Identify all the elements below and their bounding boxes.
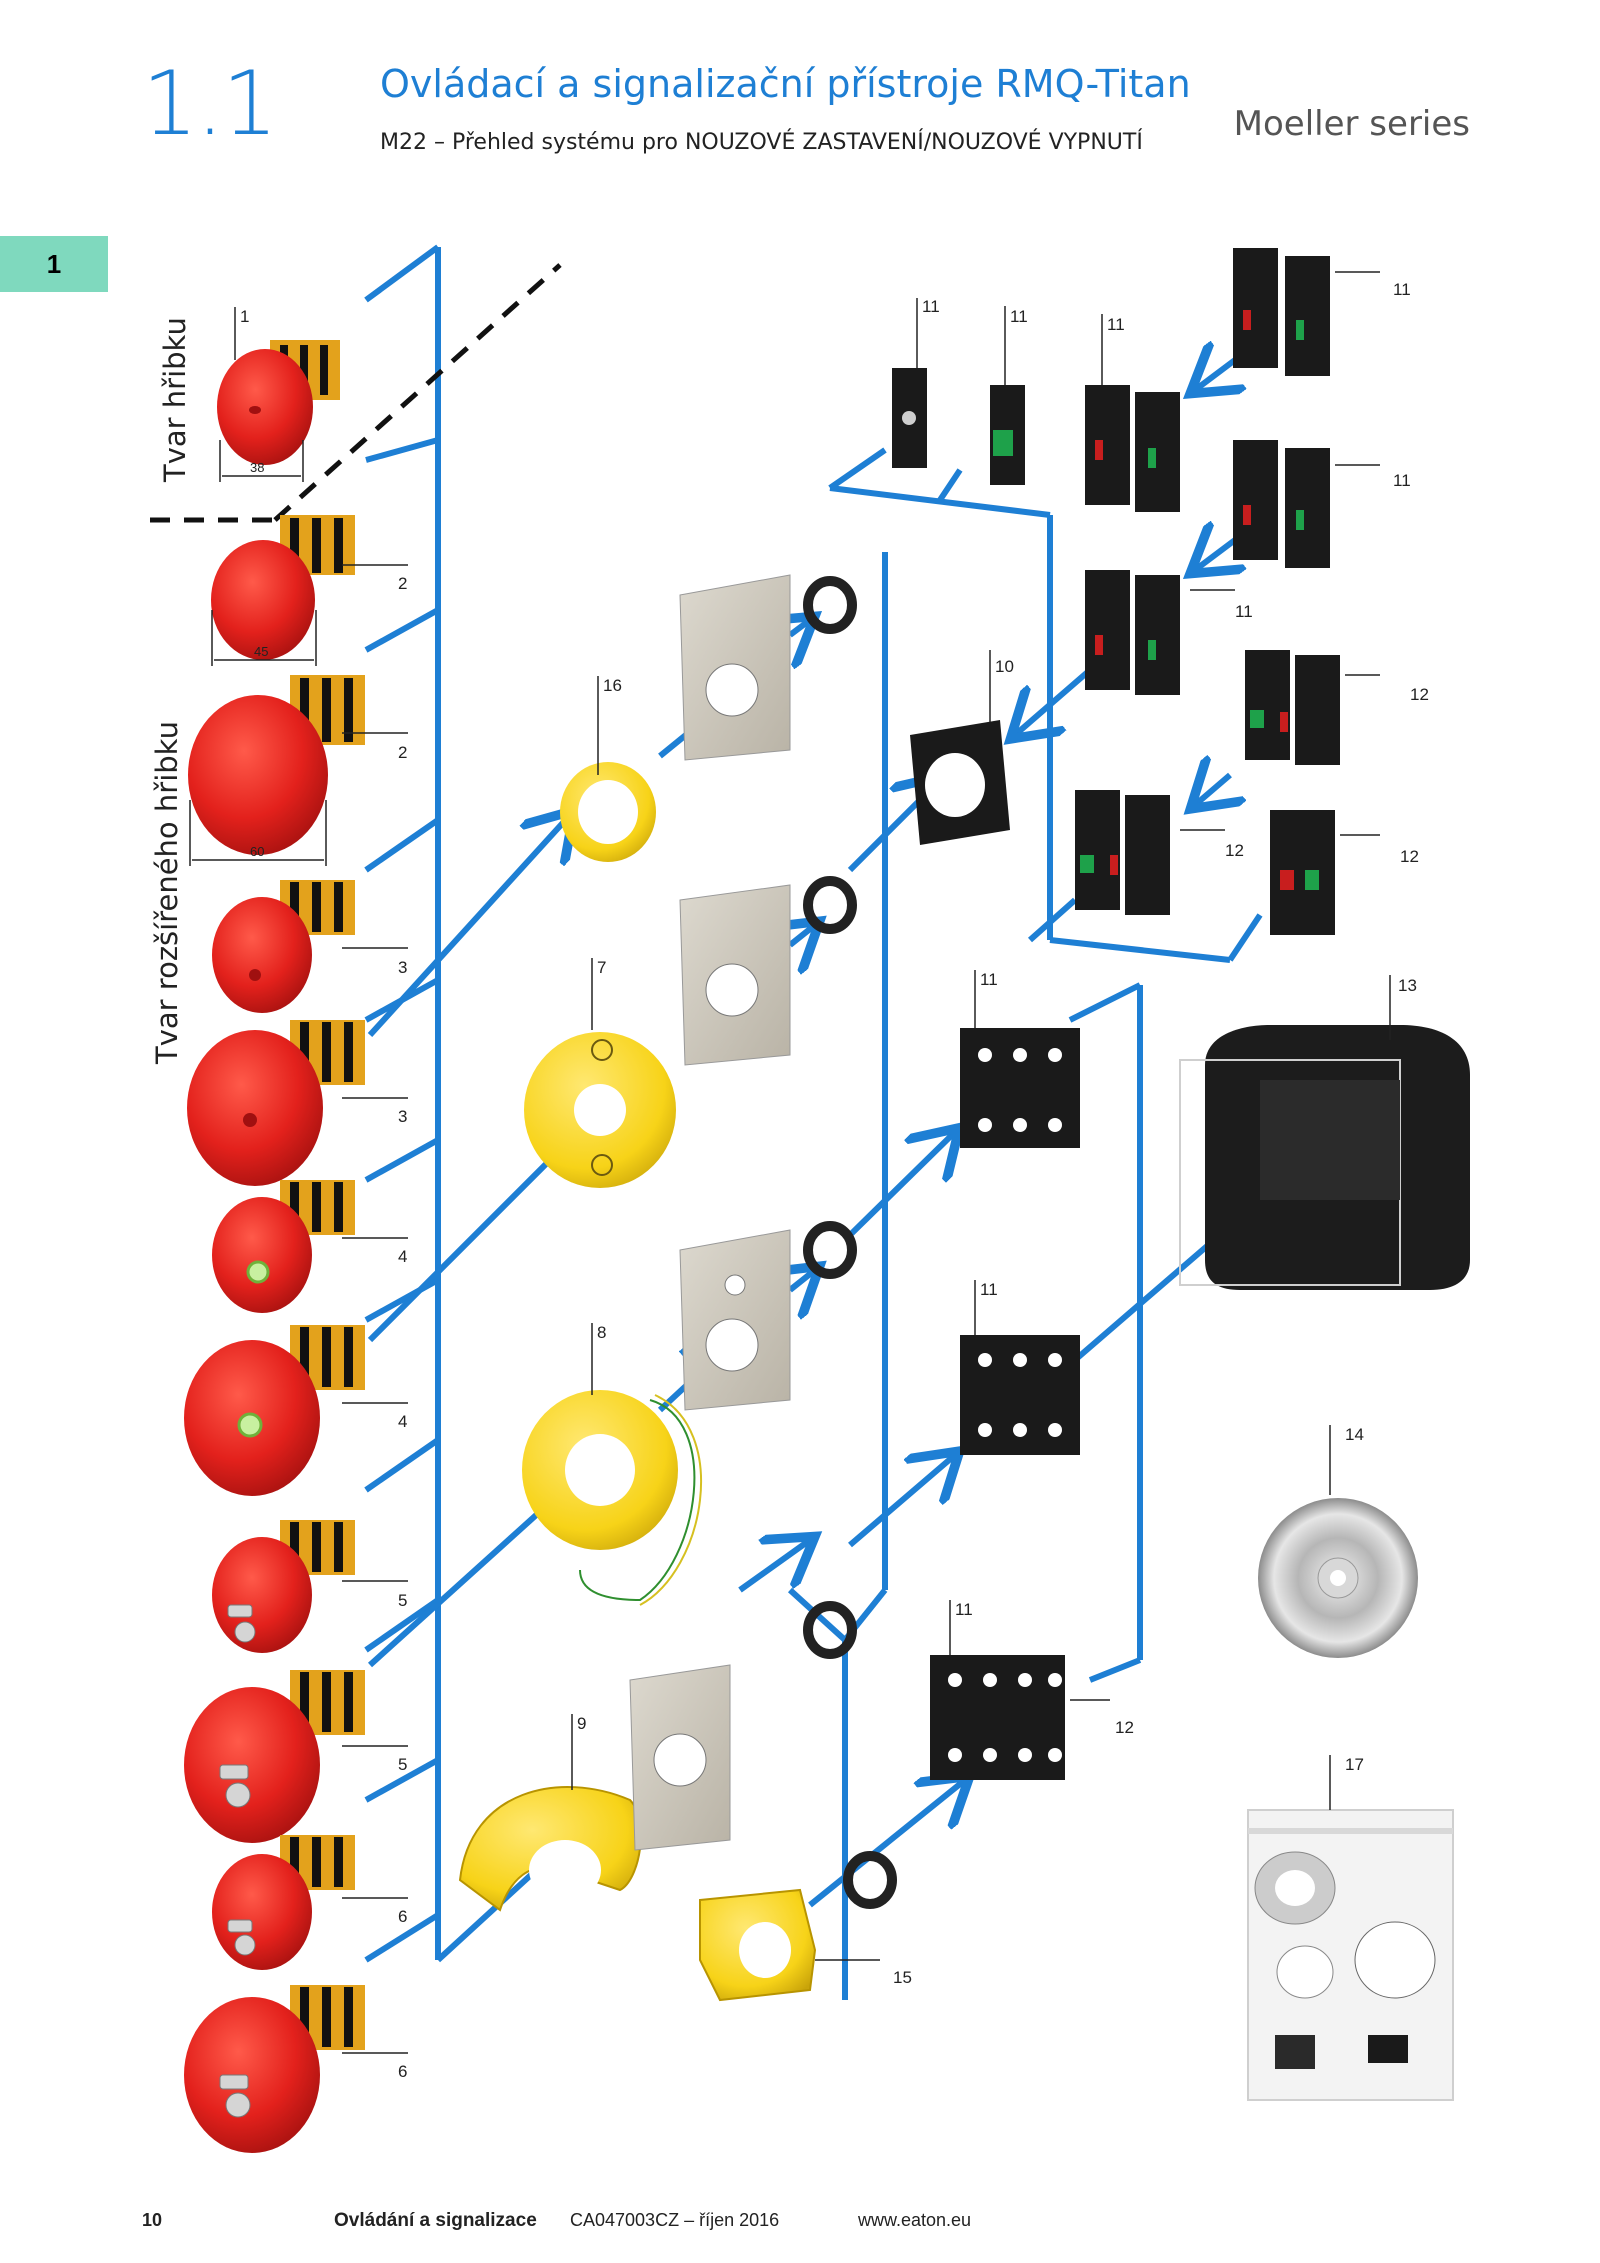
mushroom-button-6b (184, 1985, 365, 2153)
callout-3a: 3 (398, 958, 407, 977)
spare-parts-bag-17 (1247, 1809, 1454, 2101)
front-plate-b (679, 884, 791, 1066)
callout-11a: 11 (922, 297, 940, 316)
mushroom-button-4a (212, 1180, 355, 1313)
mushroom-button-2b (188, 675, 365, 855)
callout-12c: 12 (1400, 847, 1419, 866)
contact-blocks-middle (930, 1028, 1080, 1780)
callout-1: 1 (240, 307, 249, 326)
callout-11h: 11 (980, 1280, 998, 1299)
seal-rings (803, 576, 897, 1909)
footer-url[interactable]: www.eaton.eu (858, 2210, 972, 2230)
chapter-tab: 1 (0, 236, 108, 292)
callout-11d: 11 (1393, 280, 1411, 299)
front-plate-a (679, 574, 791, 761)
callout-2b: 2 (398, 743, 407, 762)
callout-11f: 11 (1235, 602, 1253, 621)
page-subtitle: M22 – Přehled systému pro NOUZOVÉ ZASTAV… (380, 130, 1143, 155)
front-plate-c (679, 1229, 791, 1411)
callout-12d: 12 (1115, 1718, 1134, 1737)
footer-doc: CA047003CZ – říjen 2016 (570, 2210, 780, 2230)
dimension-45: 45 (254, 644, 268, 659)
mushroom-button-6a (212, 1835, 355, 1970)
callout-12b: 12 (1225, 841, 1244, 860)
callout-3b: 3 (398, 1107, 407, 1126)
callout-4a: 4 (398, 1247, 407, 1266)
mushroom-button-3a (212, 880, 355, 1013)
callout-11e: 11 (1393, 471, 1411, 490)
callout-10: 10 (995, 657, 1014, 676)
callout-5a: 5 (398, 1591, 407, 1610)
callout-14: 14 (1345, 1425, 1364, 1444)
callout-6b: 6 (398, 2062, 407, 2081)
surface-mounted-enclosure-13 (1179, 1025, 1470, 1290)
label-plate-7 (524, 1032, 676, 1188)
section-number: 1.1 (142, 52, 278, 155)
callout-15: 15 (893, 1968, 912, 1987)
contact-elements-top (892, 248, 1340, 935)
callout-4b: 4 (398, 1412, 407, 1431)
fixing-adapter-15 (699, 1888, 817, 2002)
dimension-60: 60 (250, 844, 264, 859)
dashed-separator (150, 263, 562, 523)
callout-5b: 5 (398, 1755, 407, 1774)
callout-11i: 11 (955, 1600, 973, 1619)
mushroom-button-1 (217, 340, 340, 465)
callout-17: 17 (1345, 1755, 1364, 1774)
callout-16: 16 (603, 676, 622, 695)
footer-section: Ovládání a signalizace (334, 2210, 537, 2231)
mushroom-button-3b (187, 1020, 365, 1186)
protective-collar-9 (458, 1786, 642, 1912)
cd-14 (1258, 1498, 1418, 1658)
callout-11g: 11 (980, 970, 998, 989)
dimension-lines (189, 440, 327, 866)
page-title: Ovládací a signalizační přístroje RMQ-Ti… (380, 62, 1191, 106)
front-plate-d (629, 1664, 731, 1851)
illuminated-ring-8 (522, 1390, 703, 1606)
mushroom-button-2a (211, 515, 355, 660)
fixing-adapter-10 (910, 720, 1010, 845)
footer-page-number: 10 (142, 2210, 163, 2230)
callout-leaders (234, 271, 1391, 2054)
callout-6a: 6 (398, 1907, 407, 1926)
callout-13: 13 (1398, 976, 1417, 995)
callout-11c: 11 (1107, 315, 1125, 334)
callout-12a: 12 (1410, 685, 1429, 704)
series-label: Moeller series (1233, 104, 1470, 144)
callout-9: 9 (577, 1714, 586, 1733)
mushroom-button-5a (212, 1520, 355, 1653)
ring-16 (560, 762, 656, 862)
callout-2a: 2 (398, 574, 407, 593)
callout-numbers: 1 2 2 3 3 4 4 5 5 6 6 16 7 8 9 10 11 11 … (240, 280, 1429, 2081)
mushroom-button-4b (184, 1325, 365, 1496)
connection-lines (364, 244, 1330, 2000)
callout-8: 8 (597, 1323, 606, 1342)
terminal-screws (948, 1048, 1062, 1762)
callout-11b: 11 (1010, 307, 1028, 326)
dimension-38: 38 (250, 460, 264, 475)
mushroom-button-5b (184, 1670, 365, 1843)
callout-7: 7 (597, 958, 606, 977)
